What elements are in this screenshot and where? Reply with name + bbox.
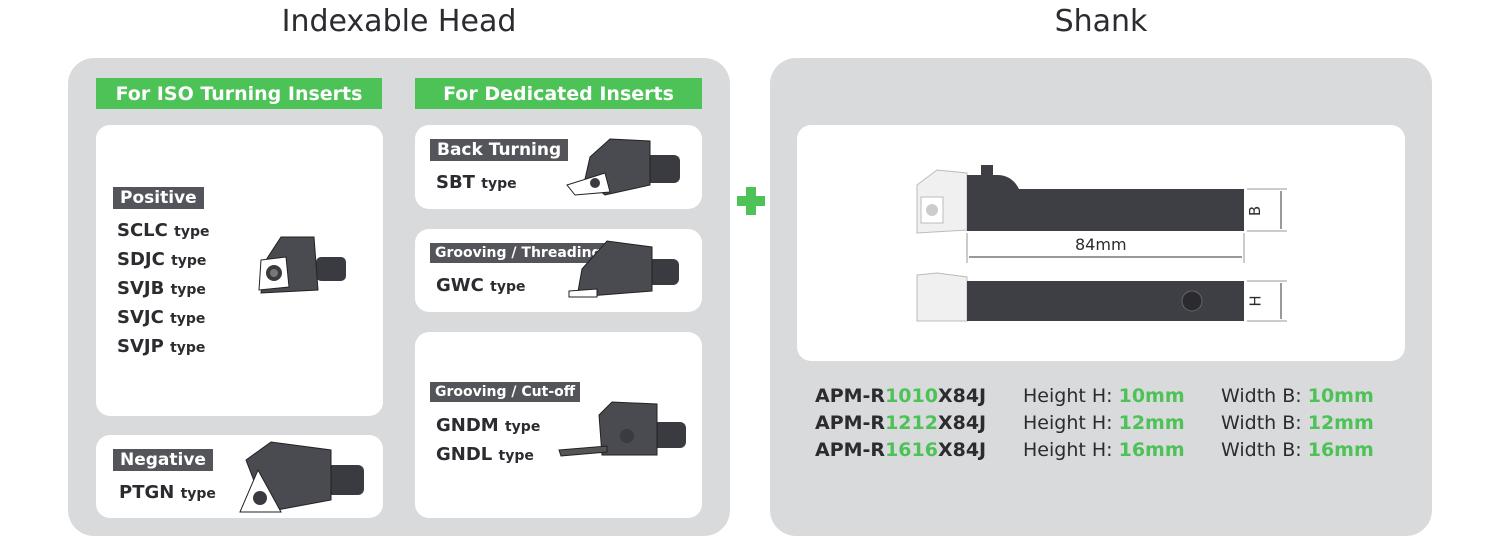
back-turning-tag: Back Turning <box>430 139 569 161</box>
grooving-threading-card: Grooving / Threading GWC type <box>415 229 702 312</box>
positive-card: Positive SCLC type SDJC type SVJB type S… <box>96 125 383 416</box>
type-item: SCLC type <box>117 220 210 241</box>
grooving-cutoff-card: Grooving / Cut-off GNDM type GNDL type <box>415 332 702 518</box>
shank-drawing-card: 84mm B H <box>797 125 1405 361</box>
grooving-cutoff-tool-icon <box>558 401 686 457</box>
indexable-head-heading: Indexable Head <box>281 4 517 39</box>
negative-tag: Negative <box>113 449 213 471</box>
grooving-threading-tool-icon <box>568 240 679 298</box>
type-item: SDJC type <box>117 249 207 270</box>
type-item: PTGN type <box>119 482 216 503</box>
dim-b-label: B <box>1246 205 1265 217</box>
back-turning-tool-icon <box>566 138 680 196</box>
grooving-cutoff-tag: Grooving / Cut-off <box>430 382 581 402</box>
negative-tool-icon <box>239 441 364 513</box>
dedicated-inserts-header: For Dedicated Inserts <box>415 78 702 109</box>
type-item: GNDL type <box>436 444 534 465</box>
type-item: SVJP type <box>117 336 206 357</box>
type-item: SVJB type <box>117 278 206 299</box>
type-item: SBT type <box>436 172 517 193</box>
back-turning-card: Back Turning SBT type <box>415 125 702 209</box>
type-item: GNDM type <box>436 415 541 436</box>
positive-tag: Positive <box>113 187 204 209</box>
positive-tool-icon <box>258 236 346 294</box>
grooving-threading-tag: Grooving / Threading <box>430 243 607 263</box>
type-item: GWC type <box>436 275 526 296</box>
negative-card: Negative PTGN type <box>96 435 383 518</box>
plus-icon <box>737 187 765 215</box>
shank-diagram <box>916 165 1287 322</box>
type-item: SVJC type <box>117 307 206 328</box>
shank-heading: Shank <box>1054 4 1148 39</box>
dim-h-label: H <box>1246 295 1265 307</box>
iso-inserts-header: For ISO Turning Inserts <box>96 78 382 109</box>
length-dimension: 84mm <box>1075 235 1127 254</box>
